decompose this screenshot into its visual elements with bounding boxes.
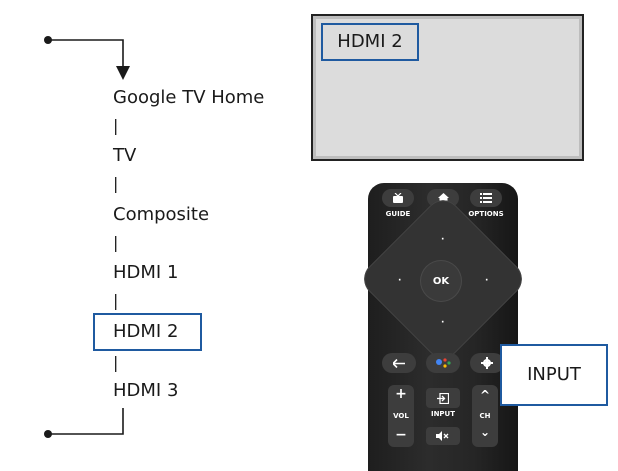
list-item-tv: TV [113,145,137,166]
tv-screen: HDMI 2 [311,14,584,161]
selected-input-highlight [93,313,202,351]
end-line [48,408,124,435]
list-icon [480,193,492,203]
ch-label: CH [479,412,491,420]
remote-control: GUIDE OPTIONS · · · · OK + VOL − INPUT ^… [356,183,530,471]
back-arrow-icon [393,358,405,368]
list-item-google-tv-home: Google TV Home [113,87,265,108]
list-item-hdmi-2: HDMI 2 [113,321,179,342]
channel-rocker[interactable]: ^ CH ⌄ [472,385,498,447]
dpad-down-dot: · [441,318,445,328]
guide-button[interactable] [382,189,414,207]
vol-label: VOL [393,412,409,420]
channel-up[interactable]: ^ [479,388,491,402]
channel-down[interactable]: ⌄ [479,425,491,439]
gear-icon [481,357,493,369]
list-separator: | [113,233,119,252]
tv-input-label: HDMI 2 [321,23,419,61]
ok-button[interactable]: OK [421,261,461,301]
volume-rocker[interactable]: + VOL − [388,385,414,447]
list-separator: | [113,291,119,310]
list-separator: | [113,353,119,372]
assistant-button[interactable] [426,353,460,373]
input-button[interactable] [426,388,460,408]
mute-button[interactable] [426,427,460,445]
options-button[interactable] [470,189,502,207]
options-label: OPTIONS [468,210,504,218]
down-arrow-icon [116,66,130,80]
input-label: INPUT [430,410,456,418]
list-separator: | [113,174,119,193]
input-icon [437,392,449,404]
list-item-hdmi-3: HDMI 3 [113,380,179,401]
tv-icon [393,192,403,203]
dpad-right-dot: · [485,276,489,286]
list-item-composite: Composite [113,204,210,225]
volume-up[interactable]: + [395,386,407,402]
list-item-hdmi-1: HDMI 1 [113,262,179,283]
dpad-left-dot: · [398,276,402,286]
mute-icon [436,431,449,441]
dpad-up-dot: · [441,235,445,245]
start-line [48,39,124,70]
google-assistant-icon [436,358,451,368]
settings-button[interactable] [470,353,504,373]
guide-label: GUIDE [385,210,411,218]
input-callout: INPUT [500,344,608,406]
back-button[interactable] [382,353,416,373]
volume-down[interactable]: − [395,427,407,443]
list-separator: | [113,116,119,135]
